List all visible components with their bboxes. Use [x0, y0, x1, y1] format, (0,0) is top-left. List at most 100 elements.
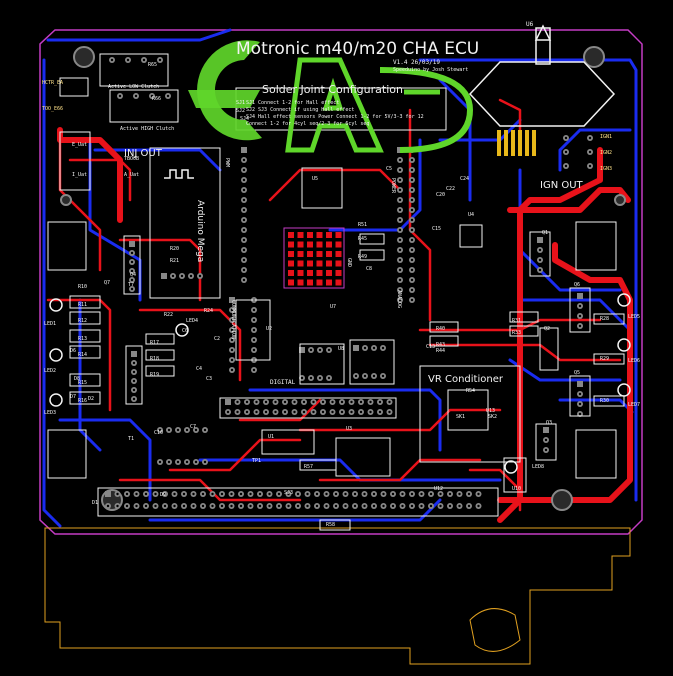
pad-drill: [398, 278, 402, 282]
pad-drill: [398, 288, 402, 292]
pad-drill: [130, 251, 134, 255]
refdes-label: LED5: [628, 314, 640, 320]
refdes-label: C5: [386, 166, 392, 172]
refdes-label: U10: [512, 486, 521, 492]
pad-drill: [538, 268, 542, 272]
pad-drill: [378, 410, 382, 414]
pad-drill: [578, 324, 582, 328]
grid-pad: [316, 251, 323, 257]
pad-drill: [182, 492, 186, 496]
pad-drill: [192, 492, 195, 496]
pad-drill: [242, 178, 246, 182]
pad-drill: [230, 348, 234, 352]
pad-drill: [194, 460, 198, 464]
connector-label: IGN3: [600, 166, 612, 172]
refdes-label: SJ4: [240, 116, 249, 122]
pad-drill: [173, 504, 176, 508]
pad-drill: [300, 376, 304, 380]
pad-drill: [429, 492, 433, 496]
refdes-label: LED7: [628, 402, 640, 408]
header-pad: [131, 351, 137, 357]
pad-drill: [410, 188, 414, 192]
pad-drill: [309, 348, 313, 352]
pad-drill: [538, 248, 542, 252]
solder-config-block: Solder Joint Configuration SJ1 Connect 1…: [246, 83, 424, 127]
pad-drill: [189, 274, 193, 278]
connector-labels: HCTR_EA TOO_E66 E_Uat I_Uat TBO0B A_Uat …: [42, 80, 612, 178]
pad-drill: [242, 248, 246, 252]
pad-drill: [242, 168, 246, 172]
grid-pad: [335, 260, 342, 267]
power-label: POWER: [390, 178, 396, 194]
refdes-label: R33: [512, 330, 521, 336]
pad-drill: [325, 492, 328, 496]
pad-drill: [180, 274, 184, 278]
refdes-label: R20: [170, 246, 179, 252]
connector-label: I_Uat: [72, 172, 87, 178]
pad-drill: [564, 164, 568, 168]
refdes-label: C2: [214, 336, 220, 342]
board-title: Motronic m40/m20 CHA ECU: [236, 39, 479, 59]
pad-drill: [334, 492, 338, 496]
grid-pad: [288, 260, 294, 267]
pad-drill: [410, 228, 414, 232]
pad-drill: [477, 492, 480, 496]
pad-drill: [249, 492, 252, 496]
pad-drill: [242, 228, 246, 232]
pad-drill: [245, 410, 249, 414]
map-sensor-u6: [468, 24, 616, 127]
pad-drill: [363, 492, 366, 496]
pad-drill: [353, 504, 357, 508]
pad-drill: [458, 504, 461, 508]
refdes-label: TP1: [252, 458, 261, 464]
pad-drill: [258, 492, 262, 496]
pad-drill: [391, 492, 395, 496]
refdes-label: D7: [70, 394, 76, 400]
pad-drill: [544, 448, 548, 452]
refdes-label: U8: [338, 346, 344, 352]
pad-drill: [230, 358, 234, 362]
pad-drill: [578, 412, 582, 416]
pad-drill: [242, 258, 246, 262]
pad-drill: [588, 164, 592, 168]
sensor-gold-pads: [497, 130, 536, 156]
digital-label: DIGITAL: [270, 379, 296, 386]
grid-pad: [288, 241, 294, 248]
pad-drill: [242, 188, 246, 192]
solder-config-line: Connect 1-2 for 4cyl seq/2-3 for 6cyl se…: [246, 121, 369, 127]
pad-drill: [230, 504, 233, 508]
refdes-label: U12: [434, 486, 443, 492]
refdes-label: C6: [182, 328, 188, 334]
pad-drill: [230, 328, 234, 332]
refdes-label: R43: [436, 342, 445, 348]
connector-label: TBO0B: [124, 156, 139, 162]
pad-drill: [327, 348, 331, 352]
connector-label: A_Uat: [124, 172, 139, 178]
pad-drill: [401, 504, 404, 508]
pad-drill: [252, 328, 256, 332]
pad-drill: [134, 94, 138, 98]
pad-drill: [274, 410, 277, 414]
pad-drill: [150, 94, 154, 98]
pad-drill: [372, 504, 376, 508]
pad-drill: [264, 410, 268, 414]
pad-drill: [236, 400, 239, 404]
inj-out-label: INJ OUT: [124, 148, 163, 159]
refdes-label: R65: [148, 62, 157, 68]
grid-pad: [335, 251, 342, 257]
pad-drill: [158, 58, 162, 62]
pad-drill: [242, 208, 246, 212]
pad-drill: [135, 492, 138, 496]
pad-drill: [201, 504, 205, 508]
refdes-label: LED4: [186, 318, 198, 324]
refdes-label: R17: [150, 340, 159, 346]
pad-drill: [118, 94, 122, 98]
pad-drill: [249, 504, 252, 508]
pad-drill: [318, 376, 322, 380]
pad-drill: [110, 58, 114, 62]
refdes-label: Q2: [544, 326, 550, 332]
grid-pad: [335, 279, 342, 286]
refdes-label: R54: [466, 388, 475, 394]
refdes-label: SJ2: [236, 108, 245, 114]
refdes-label: C20: [436, 192, 445, 198]
